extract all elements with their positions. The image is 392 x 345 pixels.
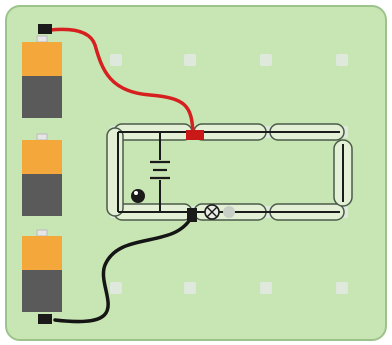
positive-wire[interactable]: [48, 27, 195, 136]
peg-hole-14[interactable]: [260, 282, 272, 294]
battery-stack: [22, 35, 62, 312]
track-left-vertical[interactable]: [106, 127, 124, 217]
peg-hole-0[interactable]: [110, 54, 122, 66]
battery-2[interactable]: [22, 133, 62, 216]
capacitor-icon[interactable]: [150, 160, 170, 180]
peg-hole-15[interactable]: [336, 282, 348, 294]
positive-wire-terminal[interactable]: [38, 24, 52, 34]
peg-hole-3[interactable]: [336, 54, 348, 66]
negative-wire-terminal[interactable]: [38, 314, 52, 324]
negative-wire-plug[interactable]: [187, 208, 197, 222]
peg-hole-2[interactable]: [260, 54, 272, 66]
knob-icon[interactable]: [131, 189, 145, 203]
peg-hole-13[interactable]: [184, 282, 196, 294]
circuit-traces: [117, 131, 344, 213]
peg-hole-1[interactable]: [184, 54, 196, 66]
battery-1[interactable]: [22, 35, 62, 118]
breadboard: [5, 5, 387, 341]
negative-wire[interactable]: [53, 214, 194, 324]
positive-wire-plug[interactable]: [186, 130, 204, 140]
bulb-icon[interactable]: [204, 204, 235, 220]
peg-hole-12[interactable]: [110, 282, 122, 294]
battery-3[interactable]: [22, 229, 62, 312]
